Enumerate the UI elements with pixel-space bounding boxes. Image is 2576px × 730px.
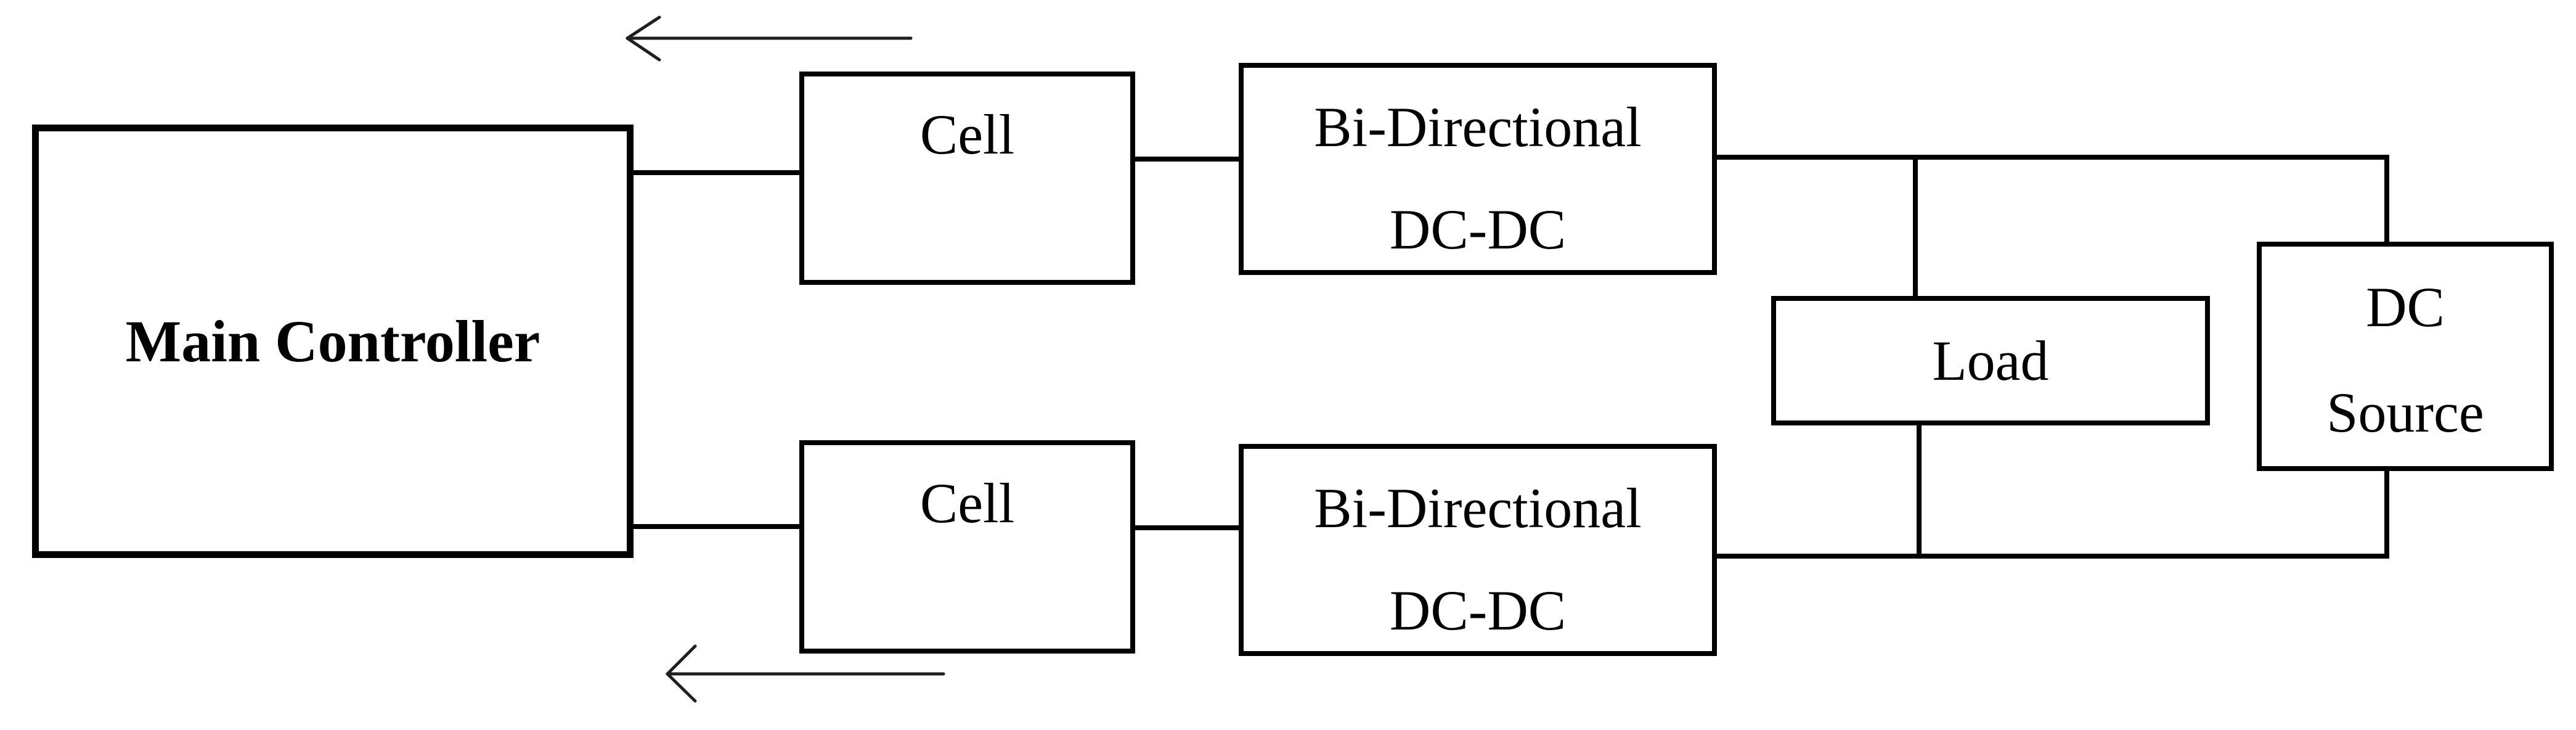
left-arrow-top-icon [626, 15, 913, 62]
wire-topbus-to-dcsource [2384, 160, 2389, 242]
wire-top-bus [1717, 155, 2389, 160]
left-arrow-bottom-icon [666, 644, 945, 703]
cell-top-box: Cell [799, 72, 1135, 285]
wire-cell-bottom-to-bidirectional-bottom [1135, 525, 1239, 530]
bidirectional-dcdc-top-box: Bi-Directional DC-DC [1239, 63, 1717, 275]
main-controller-box: Main Controller [32, 125, 634, 558]
dc-source-box: DC Source [2257, 242, 2554, 471]
wire-load-to-bottombus [1917, 425, 1922, 556]
dc-source-line1: DC [2366, 276, 2445, 338]
wire-maincontroller-to-cell-bottom [634, 524, 799, 529]
wire-dcsource-to-bottombus [2384, 471, 2389, 554]
load-label: Load [1932, 329, 2049, 392]
wire-cell-top-to-bidirectional-top [1135, 157, 1239, 162]
bidirectional-bottom-line2: DC-DC [1389, 579, 1567, 642]
bidirectional-top-line2: DC-DC [1389, 198, 1567, 261]
wire-maincontroller-to-cell-top [634, 170, 799, 175]
cell-top-label: Cell [919, 103, 1015, 166]
wire-topbus-to-load [1913, 160, 1918, 296]
wire-bottom-bus [1717, 554, 2389, 559]
load-box: Load [1771, 296, 2210, 425]
dc-source-line2: Source [2326, 381, 2484, 444]
bidirectional-bottom-line1: Bi-Directional [1314, 477, 1642, 539]
bidirectional-top-line1: Bi-Directional [1314, 96, 1642, 158]
bidirectional-dcdc-bottom-box: Bi-Directional DC-DC [1239, 444, 1717, 656]
main-controller-label: Main Controller [125, 308, 540, 374]
cell-bottom-box: Cell [799, 440, 1135, 654]
cell-bottom-label: Cell [919, 472, 1015, 535]
